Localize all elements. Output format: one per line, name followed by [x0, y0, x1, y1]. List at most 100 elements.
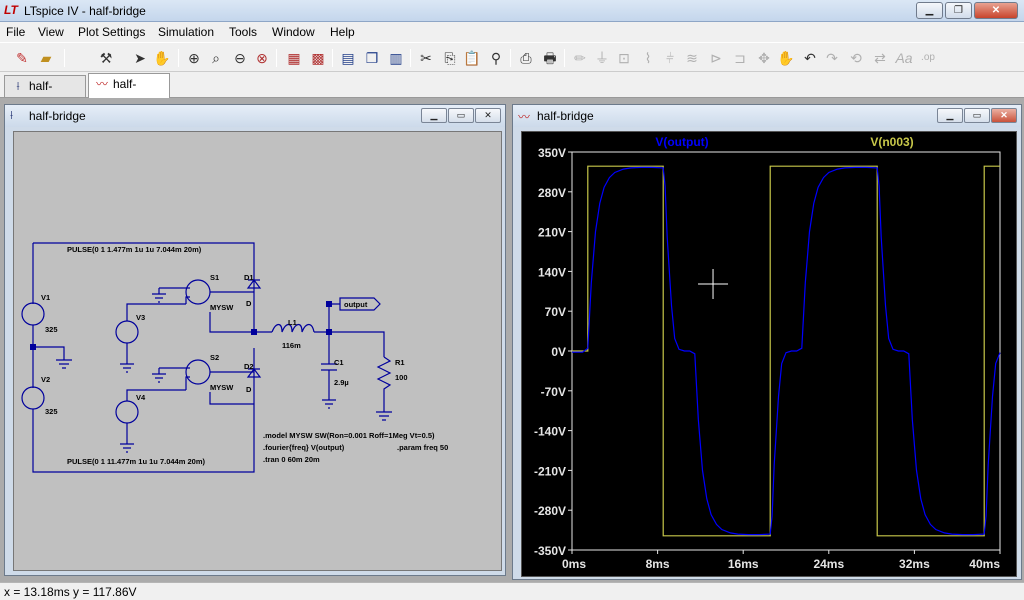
d2-type: D — [246, 385, 252, 394]
menu-window[interactable]: Window — [272, 25, 315, 39]
cursor-readout: x = 13.18ms y = 117.86V — [4, 585, 137, 599]
close-button[interactable]: ✕ — [475, 108, 501, 123]
plot-frame — [571, 151, 1001, 551]
waveform-icon: 〰 — [95, 77, 108, 91]
tile-horizontal-icon[interactable]: ▤ — [341, 50, 355, 66]
menu-help[interactable]: Help — [330, 25, 355, 39]
close-button[interactable]: ✕ — [991, 108, 1017, 123]
component-icon[interactable]: ⊐ — [734, 50, 746, 66]
redo-icon[interactable]: ↷ — [826, 50, 838, 66]
tab-schematic[interactable]: ⟊ half-bridge — [4, 75, 86, 113]
autorange-icon[interactable]: ▦ — [287, 50, 301, 66]
waveform-plot[interactable]: 350V280V210V140V70V0V-70V-140V-210V-280V… — [522, 132, 1018, 578]
l1-label: L1 — [288, 318, 297, 327]
waveform-window-titlebar[interactable]: 〰 half-bridge ▁ ▭ ✕ — [513, 105, 1021, 127]
d2-label: D2 — [244, 362, 254, 371]
zoom-out-icon[interactable]: ⊖ — [234, 50, 246, 66]
pulse-source-2-label: PULSE(0 1 11.477m 1u 1u 7.044m 20m) — [67, 457, 205, 466]
print-icon[interactable]: 🖶 — [543, 50, 557, 66]
tran-directive: .tran 0 60m 20m — [263, 455, 320, 464]
schematic-canvas[interactable]: PULSE(0 1 1.477m 1u 1u 7.044m 20m) PULSE… — [13, 131, 502, 571]
output-net-label: output — [344, 300, 368, 309]
maximize-button[interactable]: ▭ — [964, 108, 990, 123]
run-icon[interactable]: ➤ — [134, 50, 146, 66]
mirror-icon[interactable]: ⇄ — [874, 50, 886, 66]
tile-cascade-icon[interactable]: ❐ — [365, 50, 379, 66]
cut-icon[interactable]: ✂ — [420, 50, 432, 66]
document-tabs: ⟊ half-bridge 〰 half-bridge — [0, 72, 1024, 113]
find-icon[interactable]: ⚲ — [490, 50, 502, 66]
zoom-in-icon[interactable]: ⊕ — [188, 50, 200, 66]
spice-directive-icon[interactable]: .op — [921, 52, 935, 63]
text-icon[interactable]: Aa — [895, 50, 913, 66]
v1-value: 325 — [45, 325, 58, 334]
label-icon[interactable]: ⊡ — [618, 50, 630, 66]
window-controls: ▁ ❐ ✕ — [916, 2, 1018, 19]
rotate-icon[interactable]: ⟲ — [850, 50, 862, 66]
s1-model: MYSW — [210, 303, 234, 312]
y-tick-label: -280V — [534, 504, 566, 518]
zoom-cancel-icon[interactable]: ⊗ — [256, 50, 268, 66]
schematic-icon: ⟊ — [16, 79, 20, 93]
x-tick-label: 0ms — [562, 557, 586, 571]
drag-icon[interactable]: ✋ — [777, 50, 795, 66]
tab-waveform[interactable]: 〰 half-bridge — [88, 73, 170, 111]
copy-icon[interactable]: ⎘ — [444, 50, 456, 66]
ltspice-icon: LT — [4, 3, 18, 17]
minimize-button[interactable]: ▁ — [916, 2, 943, 19]
r1-value: 100 — [395, 373, 408, 382]
schematic-drawing: PULSE(0 1 1.477m 1u 1u 7.044m 20m) PULSE… — [21, 242, 448, 473]
menu-file[interactable]: File — [6, 25, 26, 39]
capacitor-icon[interactable]: ⫩ — [665, 50, 675, 66]
d1-type: D — [246, 299, 252, 308]
y-tick-label: 350V — [538, 146, 566, 160]
schematic-window-titlebar[interactable]: ⟊ half-bridge ▁ ▭ ✕ — [5, 105, 505, 127]
schematic-window[interactable]: ⟊ half-bridge ▁ ▭ ✕ — [4, 104, 506, 576]
wire-icon[interactable]: ✏ — [574, 50, 586, 66]
y-tick-label: 210V — [538, 226, 566, 240]
y-tick-label: -210V — [534, 464, 566, 478]
control-panel-icon[interactable]: ⚒ — [99, 50, 113, 66]
menu-view[interactable]: View — [38, 25, 64, 39]
series-voutput-line — [572, 166, 1001, 536]
close-button[interactable]: ✕ — [974, 2, 1018, 19]
toolbar: ✎ ▰ ⚒ ➤ ✋ ⊕ ⌕ ⊖ ⊗ ▦ ▩ ▤ ❐ ▥ ✂ ⎘ 📋 ⚲ ⎙ 🖶 … — [0, 42, 1024, 72]
halt-icon[interactable]: ✋ — [153, 50, 171, 66]
print-setup-icon[interactable]: ⎙ — [520, 50, 532, 66]
ground-icon[interactable]: ⏚ — [595, 50, 609, 66]
tile-vertical-icon[interactable]: ▥ — [389, 50, 403, 66]
menu-tools[interactable]: Tools — [229, 25, 258, 39]
minimize-button[interactable]: ▁ — [421, 108, 447, 123]
inductor-icon[interactable]: ≋ — [686, 50, 698, 66]
diode-icon[interactable]: ⊳ — [710, 50, 722, 66]
fourier-directive: .fourier{freq} V(output) — [263, 443, 345, 452]
minimize-button[interactable]: ▁ — [937, 108, 963, 123]
restore-button[interactable]: ❐ — [945, 2, 972, 19]
d1-label: D1 — [244, 273, 254, 282]
waveform-icon: 〰 — [518, 110, 531, 124]
model-directive: .model MYSW SW(Ron=0.001 Roff=1Meg Vt=0.… — [263, 431, 435, 440]
legend-vn003: V(n003) — [870, 135, 913, 149]
fft-icon[interactable]: ▩ — [311, 50, 325, 66]
y-tick-label: 70V — [545, 305, 566, 319]
move-icon[interactable]: ✥ — [758, 50, 770, 66]
maximize-button[interactable]: ▭ — [448, 108, 474, 123]
undo-icon[interactable]: ↶ — [804, 50, 816, 66]
legend-voutput: V(output) — [655, 135, 708, 149]
menu-bar: File View Plot Settings Simulation Tools… — [0, 22, 1024, 42]
v2-value: 325 — [45, 407, 58, 416]
resistor-icon[interactable]: ⌇ — [644, 50, 652, 66]
new-schematic-icon[interactable]: ✎ — [16, 50, 28, 66]
paste-icon[interactable]: 📋 — [463, 50, 481, 66]
y-tick-label: 280V — [538, 186, 566, 200]
open-icon[interactable]: ▰ — [40, 50, 52, 66]
window-title: LTspice IV - half-bridge — [24, 4, 146, 18]
zoom-rect-icon[interactable]: ⌕ — [212, 50, 220, 66]
menu-plot-settings[interactable]: Plot Settings — [78, 25, 146, 39]
schematic-window-title: half-bridge — [29, 109, 86, 123]
schematic-icon: ⟊ — [10, 108, 14, 122]
menu-simulation[interactable]: Simulation — [158, 25, 215, 39]
x-tick-label: 24ms — [813, 557, 844, 571]
